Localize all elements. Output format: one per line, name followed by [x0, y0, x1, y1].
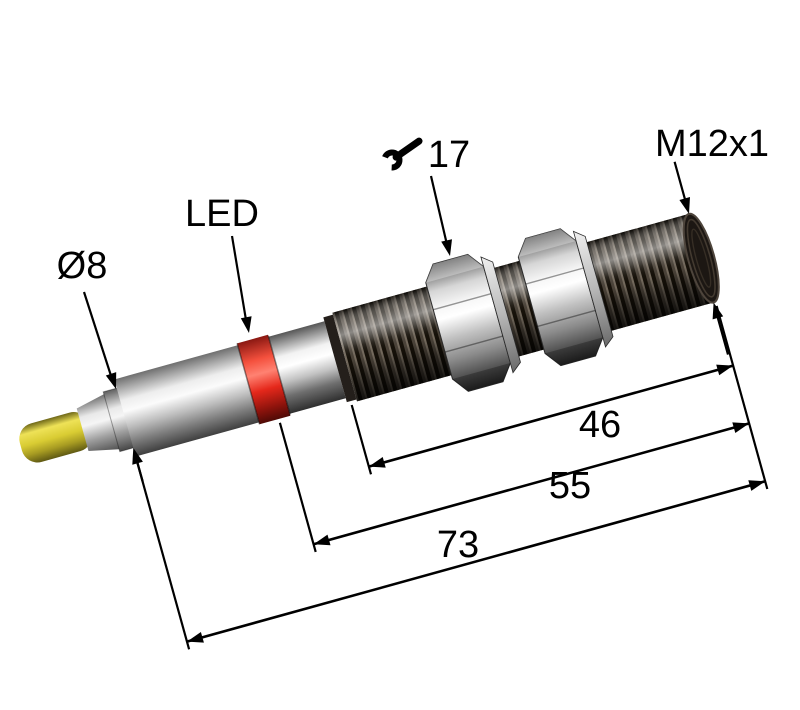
annotation-led: LED: [185, 193, 259, 333]
chrome-collar: [268, 321, 346, 414]
led-label: LED: [185, 193, 259, 235]
thread-length-label: 46: [579, 404, 621, 446]
led-ring: [237, 334, 291, 425]
cable: [19, 412, 92, 463]
wrench-size-label: 17: [428, 134, 470, 176]
barrel-shading: [332, 213, 714, 402]
dimension-55: 55: [278, 422, 750, 553]
dimension-46: 46: [350, 364, 734, 475]
housing: [114, 345, 260, 457]
cable-gland-cone: [76, 393, 122, 451]
dimension-73: 73: [133, 305, 769, 650]
total-length-label: 73: [437, 524, 479, 566]
annotation-wrench-size: 17: [381, 134, 470, 256]
thread-runout: [323, 314, 357, 403]
wrench-icon: [381, 137, 423, 171]
sensing-face: [682, 212, 720, 304]
cable-diameter-label: Ø8: [57, 245, 108, 287]
mid-length-label: 55: [549, 465, 591, 507]
thread-spec-label: M12x1: [655, 123, 769, 165]
sensor-body: [19, 212, 720, 463]
dimension-thread-spec: M12x1: [655, 123, 769, 355]
